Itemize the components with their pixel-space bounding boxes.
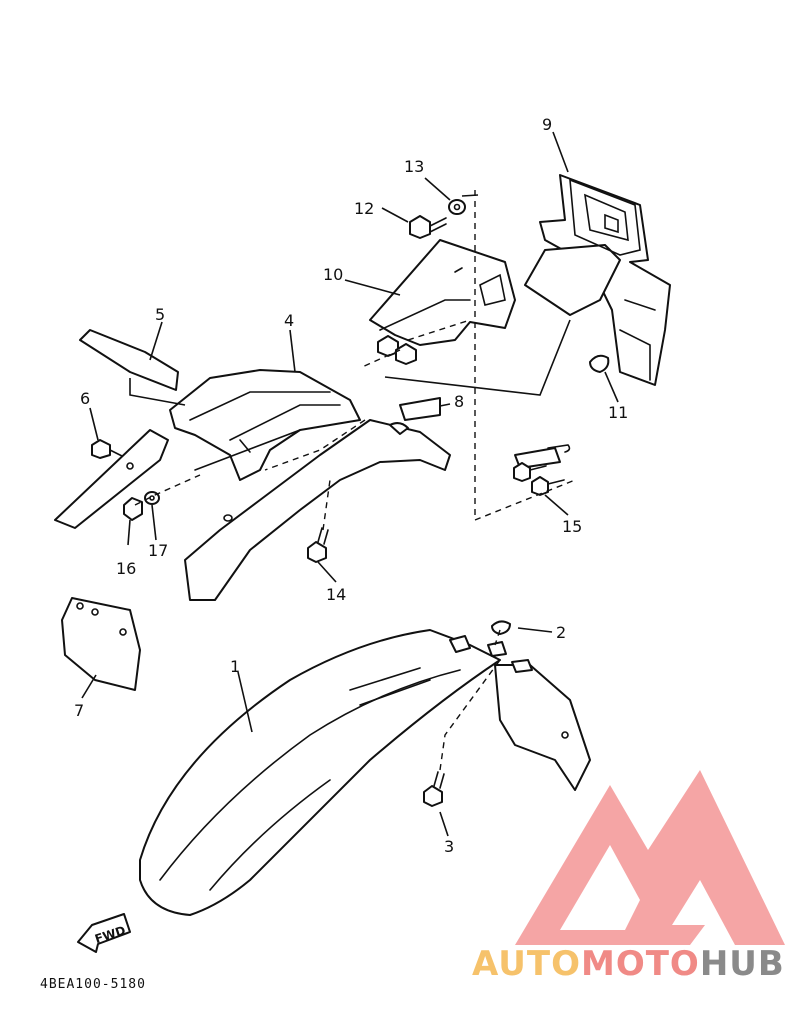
part-5-pad [79,329,179,391]
part-6-bracket-strip [54,429,169,529]
assembly-guide-lines [129,194,571,406]
callout-12: 12 [354,199,374,218]
callout-1: 1 [230,657,240,676]
callout-13: 13 [404,157,424,176]
part-10-nuts [377,335,417,365]
callout-11: 11 [608,403,628,422]
callout-10: 10 [323,265,343,284]
part-10-tail-cover [369,239,516,346]
watermark-text-hub: HUB [700,944,785,984]
part-7-side-plate [61,597,141,691]
part-11-grommet [589,354,610,373]
part-2-washer [491,620,511,635]
watermark-text-auto: AUTO [472,944,581,984]
callout-2: 2 [556,623,566,642]
callout-9: 9 [542,115,552,134]
callout-14: 14 [326,585,346,604]
watermark-text-moto: MOTO [581,944,700,984]
callout-labels: 1 2 3 4 5 6 7 8 9 10 11 12 13 14 15 16 1… [74,115,628,856]
part-8-plate [399,397,441,421]
watermark-text: AUTOMOTOHUB [472,944,785,984]
part-1-front-fender [139,629,591,916]
part-9-rear-bracket [524,174,671,386]
callout-7: 7 [74,701,84,720]
part-14-bolt [307,527,329,563]
part-12-bolt [409,215,447,239]
part-16-nut [123,497,143,521]
assembly-dash-lines [134,190,576,771]
part-15-fasteners [513,444,571,496]
callout-leaders [81,131,619,837]
part-3-bolt [423,771,445,807]
callout-3: 3 [444,837,454,856]
callout-6: 6 [80,389,90,408]
watermark-logo [515,770,785,945]
callout-4: 4 [284,311,294,330]
callout-16: 16 [116,559,136,578]
part-13-washer [448,199,466,215]
part-4-rear-fender [169,369,451,601]
callout-8: 8 [454,392,464,411]
callout-5: 5 [155,305,165,324]
drawing-code: 4BEA100-5180 [40,977,146,992]
callout-17: 17 [148,541,168,560]
watermark-logo-shape [515,770,785,945]
fwd-direction-marker: FWD [77,913,131,953]
callout-15: 15 [562,517,582,536]
